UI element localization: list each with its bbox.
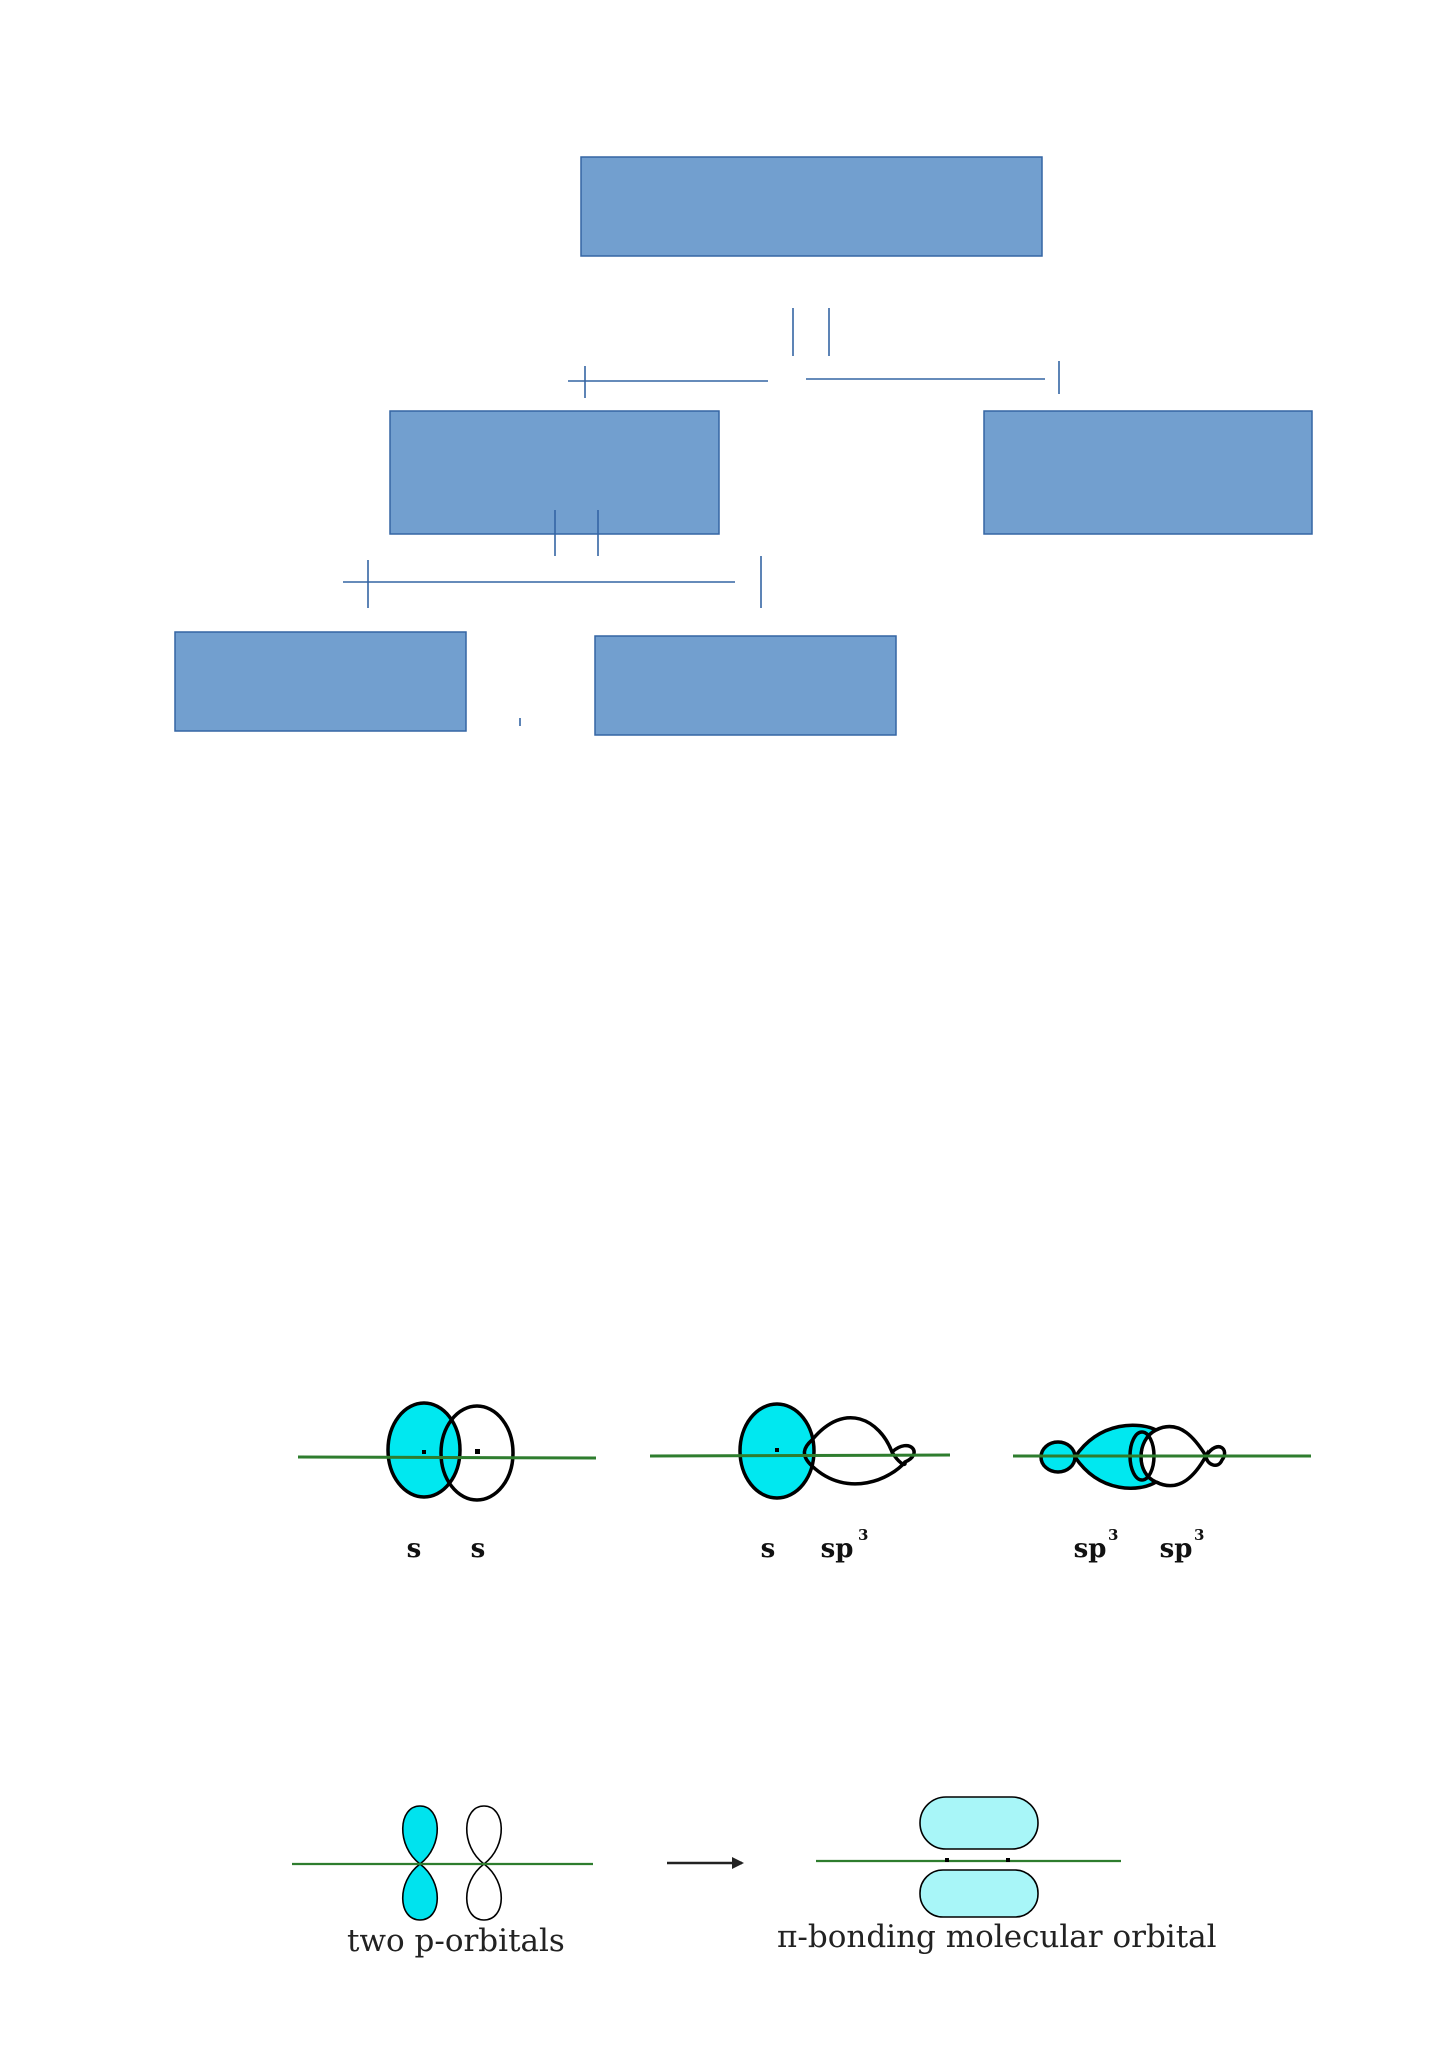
- right-child-box: [983, 410, 1313, 535]
- pi-bonding-lobe-top: [919, 1796, 1039, 1850]
- s-s-overlap: [297, 1401, 597, 1502]
- s-orbital-open: [439, 1404, 515, 1502]
- grandchild-left-box: [174, 631, 467, 732]
- sp3-orbital-open: [802, 1416, 916, 1486]
- pi-bonding-lobe-bottom: [919, 1869, 1039, 1918]
- grandchild-right-box: [594, 635, 897, 736]
- overlap-label-2-right-sup: 3: [858, 1526, 868, 1544]
- overlap-label-1-left: s: [407, 1534, 422, 1564]
- p-orbital-filled: [401, 1805, 439, 1921]
- overlap-label-3-left-sup: 3: [1108, 1526, 1118, 1544]
- overlap-label-2-left: s: [761, 1534, 776, 1564]
- overlap-label-2-right: sp: [821, 1534, 854, 1564]
- hierarchy-diagram: [174, 156, 1313, 736]
- s-sp3-overlap: [649, 1402, 951, 1500]
- sp3-orbital-open: [1155, 1424, 1227, 1488]
- p-orbital-open: [465, 1805, 503, 1921]
- overlap-label-3-right: sp: [1160, 1534, 1193, 1564]
- pi-bond-diagram: [292, 1796, 1121, 1921]
- overlap-label-3-left: sp: [1074, 1534, 1107, 1564]
- pi-right-label: π-bonding molecular orbital: [777, 1919, 1217, 1955]
- bond-axis: [297, 1455, 597, 1460]
- pi-left-label: two p-orbitals: [347, 1923, 565, 1959]
- root-box: [580, 156, 1043, 257]
- overlap-label-3-right-sup: 3: [1194, 1526, 1204, 1544]
- connector-lines: [343, 308, 1060, 726]
- bond-axis: [649, 1453, 951, 1458]
- sp3-sp3-overlap: [1013, 1423, 1311, 1490]
- overlap-label-1-right: s: [471, 1534, 486, 1564]
- reaction-arrow: [667, 1857, 744, 1869]
